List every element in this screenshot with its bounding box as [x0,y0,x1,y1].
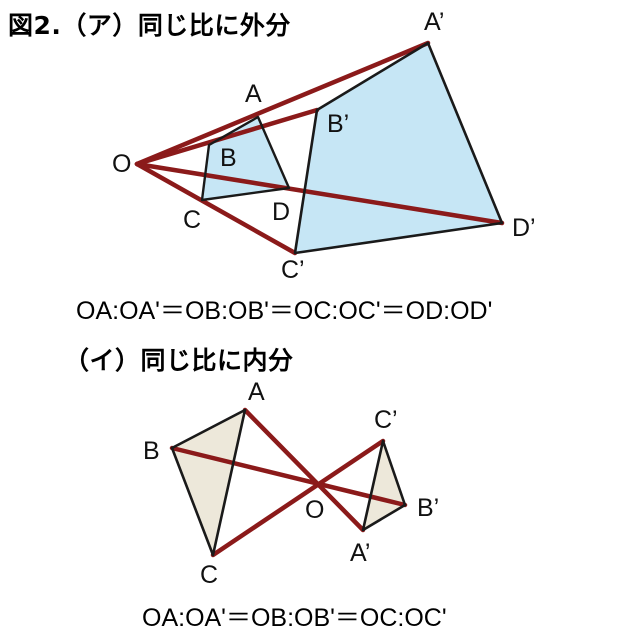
ratio-formula-external: OA:OA'＝OB:OB'＝OC:OC'＝OD:OD' [76,297,493,325]
ray-o-b2 [134,107,320,167]
top-label-a2: A’ [424,8,444,36]
left-triangle-fill [172,410,245,555]
bottom-vertex-labels: O A B C A’ B’ C’ [143,378,439,589]
top-label-b2: B’ [327,110,349,138]
small-quadrilateral-outline [200,115,291,202]
top-label-o: O [112,150,131,178]
top-filled-shapes [202,43,502,253]
bottom-label-b2: B’ [417,494,439,522]
bottom-label-c: C [200,561,218,589]
top-vertex-labels: O A B C D A’ B’ C’ D’ [112,8,536,284]
ray-o-a2 [134,40,431,167]
segment-a-a2 [242,407,366,533]
top-label-c: C [183,206,201,234]
bottom-label-a: A [248,378,265,406]
ray-o-c2 [134,161,298,256]
ray-o-d2 [134,161,505,226]
section-title-internal: （イ）同じ比に内分 [64,346,294,375]
left-triangle-outline [170,408,247,557]
bottom-label-c2: C’ [374,406,398,434]
bottom-connector-lines [169,407,408,558]
bottom-shape-outlines [170,408,407,557]
top-label-a: A [245,80,262,108]
large-quadrilateral-fill [295,43,502,253]
top-ray-lines [134,40,505,256]
bottom-label-b: B [143,437,160,465]
page-title: 図2.（ア）同じ比に外分 [8,11,291,40]
segment-b-b2 [169,445,408,508]
segment-c-c2 [210,438,386,558]
ratio-formula-internal: OA:OA'＝OB:OB'＝OC:OC' [142,604,447,630]
right-triangle-outline [361,439,407,532]
top-label-d2: D’ [512,214,536,242]
top-label-b: B [220,144,237,172]
top-shape-outlines [200,41,504,255]
small-quadrilateral-fill [202,117,289,200]
top-label-d: D [272,198,290,226]
top-label-c2: C’ [281,256,305,284]
bottom-label-o: O [305,496,324,524]
large-quadrilateral-outline [293,41,504,255]
right-triangle-fill [363,441,405,530]
bottom-label-a2: A’ [350,539,370,567]
bottom-filled-shapes [172,410,405,555]
